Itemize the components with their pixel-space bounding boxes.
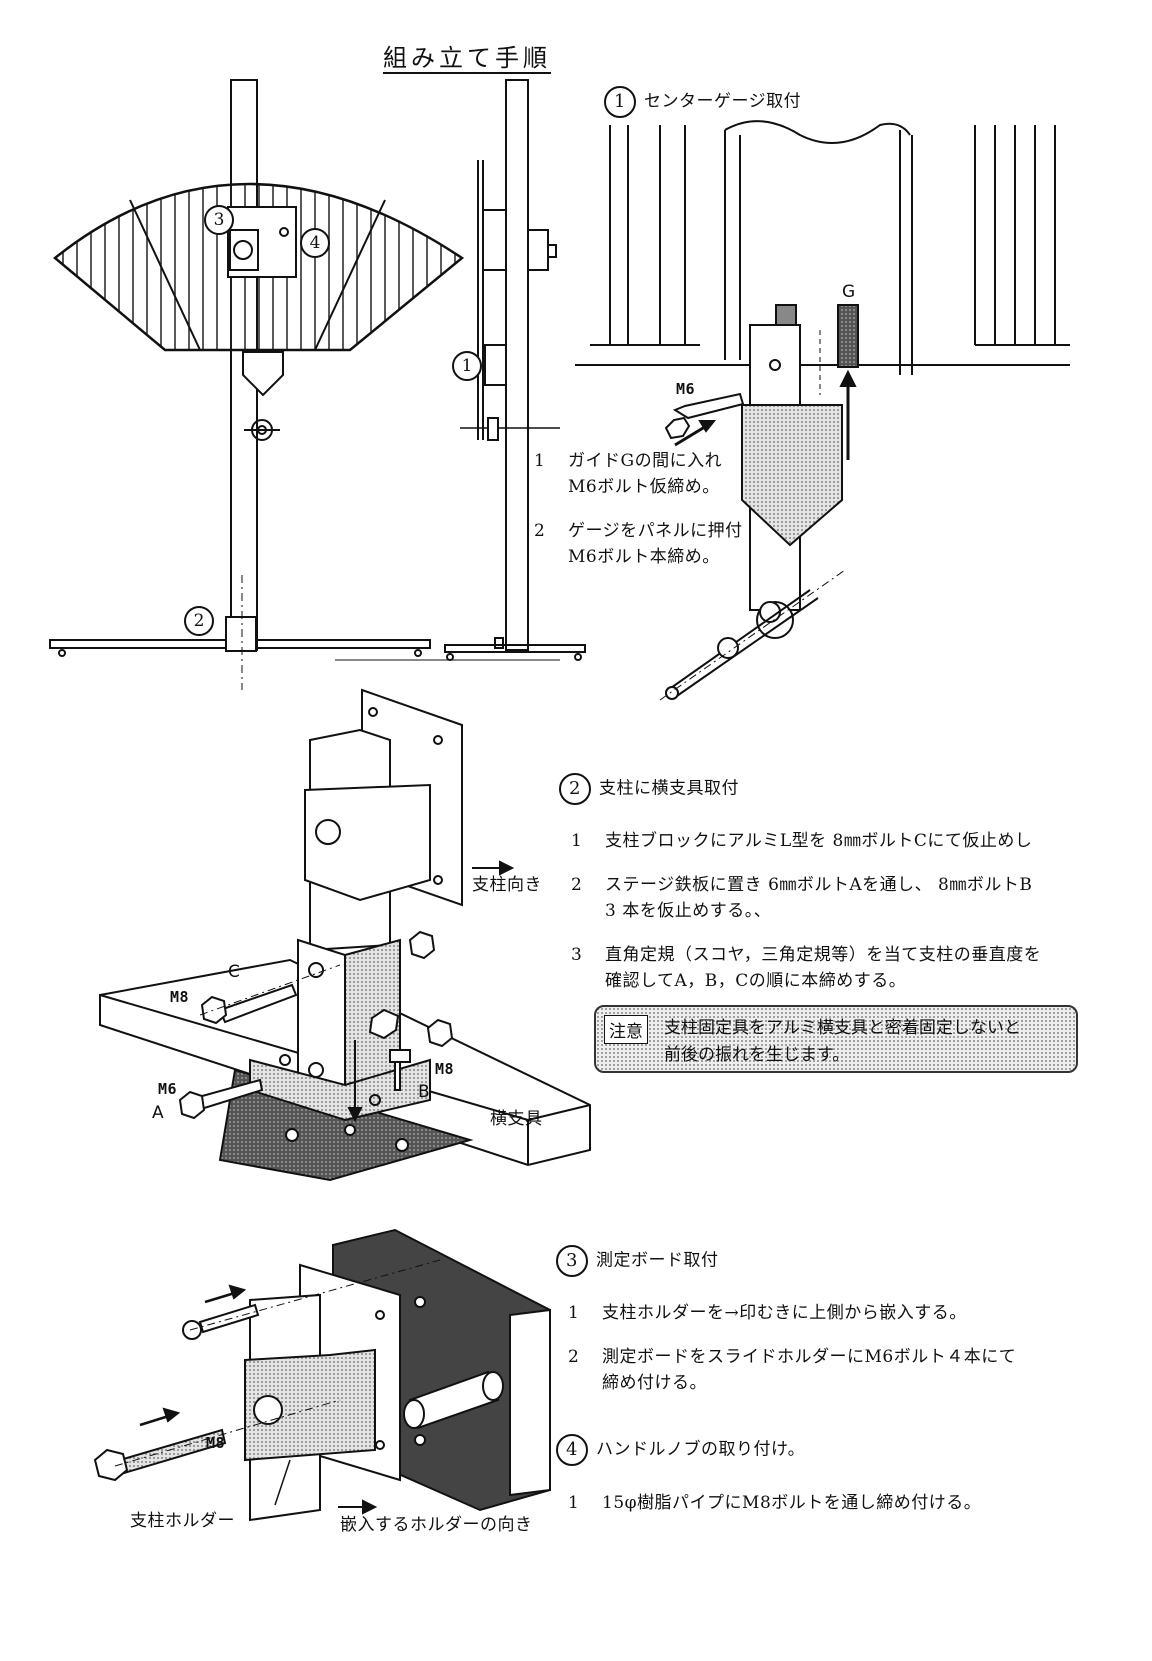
step-number: 1 xyxy=(571,831,583,851)
fig-marker: 3 xyxy=(204,205,234,235)
fig-label-cross-support: 横支具 xyxy=(490,1109,543,1129)
step-text: 15φ樹脂パイプにM8ボルトを通し締め付ける。 xyxy=(602,1493,982,1513)
section-2-step-1: 1 支柱ブロックにアルミL型を 8㎜ボルトCにて仮止めし xyxy=(571,826,1032,851)
section-marker: 2 xyxy=(559,773,591,805)
fig-label-m6: M6 xyxy=(676,380,696,398)
section-2-heading: 2 支柱に横支具取付 xyxy=(559,773,739,805)
section-1-step-1: 1 ガイドGの間に入れ M6ボルト仮締め。 xyxy=(534,448,722,500)
fig-marker: 2 xyxy=(184,606,214,636)
step-text: M6ボルト本締め。 xyxy=(568,547,720,567)
section-4-step-1: 1 15φ樹脂パイプにM8ボルトを通し締め付ける。 xyxy=(568,1488,981,1513)
section-title: ハンドルノブの取り付け。 xyxy=(596,1439,806,1460)
step-number: 2 xyxy=(571,875,583,895)
section-title: 支柱に横支具取付 xyxy=(599,778,739,799)
section-marker: 1 xyxy=(604,86,636,118)
step-number: 1 xyxy=(568,1303,580,1323)
fig-label-post-direction: 支柱向き xyxy=(472,875,542,895)
section-3-step-2: 2 測定ボードをスライドホルダーにM6ボルト４本にて 締め付ける。 xyxy=(568,1344,1016,1396)
fig-marker: 1 xyxy=(452,351,482,381)
step-number: 3 xyxy=(571,945,583,965)
fig-label-post-holder: 支柱ホルダー xyxy=(130,1511,235,1531)
section-3-heading: 3 測定ボード取付 xyxy=(556,1245,719,1277)
fig-label-c: C xyxy=(228,962,241,982)
caution-note: 注意 支柱固定具をアルミ横支具と密着固定しないと 前後の振れを生じます。 xyxy=(594,1005,1078,1073)
post-bracket-figure xyxy=(99,688,591,1182)
fig-label-b: B xyxy=(418,1082,431,1102)
fig-label-holder-direction: 嵌入するホルダーの向き xyxy=(340,1515,533,1535)
section-2-step-2: 2 ステージ鉄板に置き 6㎜ボルトAを通し、 8㎜ボルトB 3 本を仮止めする。、 xyxy=(571,872,1032,924)
center-gauge-figure xyxy=(575,120,1070,701)
step-number: 1 xyxy=(534,451,546,471)
section-marker: 4 xyxy=(556,1434,588,1466)
step-text: 締め付ける。 xyxy=(602,1373,707,1393)
fig-marker: 4 xyxy=(300,228,330,258)
front-view-figure xyxy=(49,79,465,690)
step-text: 3 本を仮止めする。、 xyxy=(605,901,772,921)
step-text: 測定ボードをスライドホルダーにM6ボルト４本にて xyxy=(602,1347,1017,1367)
section-title: 測定ボード取付 xyxy=(596,1250,719,1271)
board-holder-figure xyxy=(93,1228,551,1522)
section-title: センターゲージ取付 xyxy=(644,91,802,112)
fig-label-m8: M8 xyxy=(206,1434,226,1452)
fig-label-g: G xyxy=(842,282,856,302)
fig-label-m6-a: M6 xyxy=(158,1080,178,1098)
step-text: ゲージをパネルに押付 xyxy=(568,521,743,541)
fig-label-m8-c: M8 xyxy=(170,988,190,1006)
caution-tag: 注意 xyxy=(604,1015,648,1044)
fig-label-m8-b: M8 xyxy=(435,1060,455,1078)
step-number: 2 xyxy=(568,1347,580,1367)
fig-label-a: A xyxy=(152,1103,165,1123)
side-view-figure xyxy=(335,79,586,661)
step-text: 支柱ブロックにアルミL型を 8㎜ボルトCにて仮止めし xyxy=(605,831,1033,851)
step-number: 1 xyxy=(568,1493,580,1513)
section-1-step-2: 2 ゲージをパネルに押付 M6ボルト本締め。 xyxy=(534,518,743,570)
section-marker: 3 xyxy=(556,1245,588,1277)
step-text: 支柱ホルダーを→印むきに上側から嵌入する。 xyxy=(602,1303,967,1323)
step-text: 確認してA，B，Cの順に本締めする。 xyxy=(605,971,907,991)
section-2-step-3: 3 直角定規（スコヤ，三角定規等）を当て支柱の垂直度を 確認してA，B，Cの順に本… xyxy=(571,942,1041,994)
section-3-step-1: 1 支柱ホルダーを→印むきに上側から嵌入する。 xyxy=(568,1298,967,1323)
step-text: M6ボルト仮締め。 xyxy=(568,477,720,497)
section-1-heading: 1 センターゲージ取付 xyxy=(604,86,801,118)
step-number: 2 xyxy=(534,521,546,541)
step-text: 直角定規（スコヤ，三角定規等）を当て支柱の垂直度を xyxy=(605,945,1042,965)
page-title: 組み立て手順 xyxy=(383,44,551,72)
step-text: ステージ鉄板に置き 6㎜ボルトAを通し、 8㎜ボルトB xyxy=(605,875,1033,895)
step-text: ガイドGの間に入れ xyxy=(568,451,723,471)
section-4-heading: 4 ハンドルノブの取り付け。 xyxy=(556,1434,805,1466)
caution-text: 支柱固定具をアルミ横支具と密着固定しないと 前後の振れを生じます。 xyxy=(664,1018,1021,1065)
